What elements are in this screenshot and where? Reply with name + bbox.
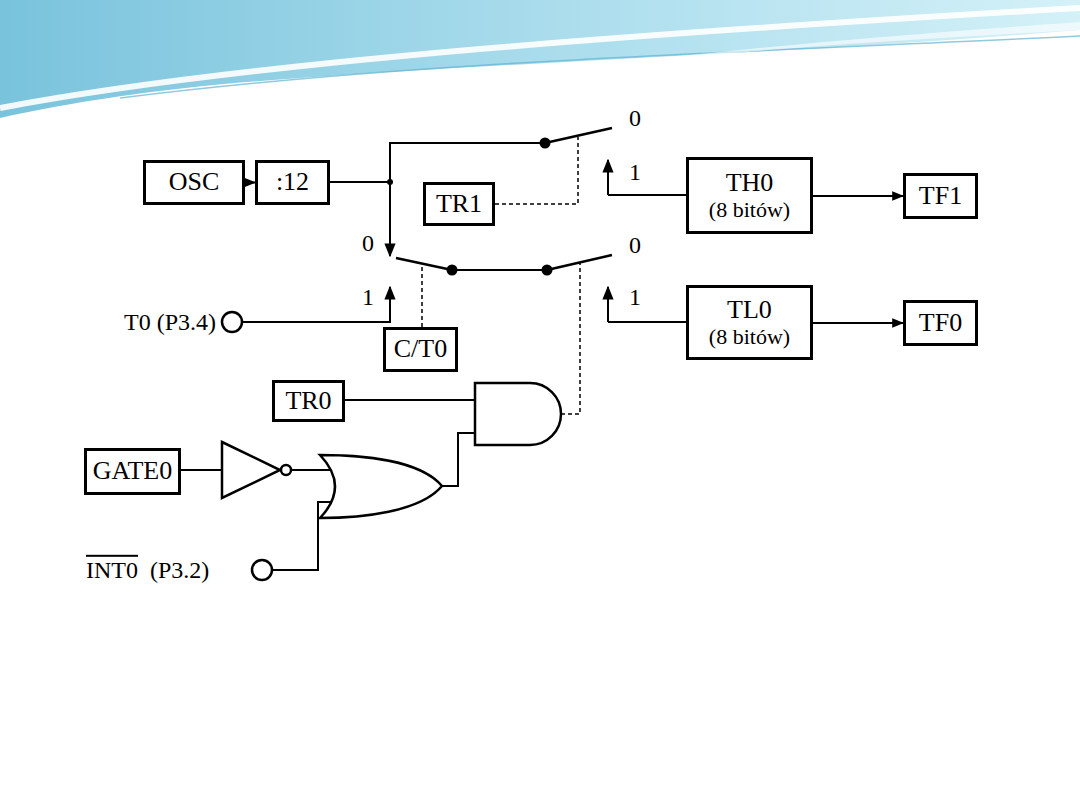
control-bit-box: TR0: [272, 380, 345, 422]
flag-box: TF1: [903, 173, 978, 219]
box-title: OSC: [169, 168, 220, 197]
box-title: TR0: [285, 387, 331, 416]
switch-position: 1: [362, 284, 374, 310]
box-title: TH0: [726, 169, 774, 198]
switch-contact: [607, 287, 609, 322]
control-bit-box: GATE0: [84, 448, 181, 495]
wire: [345, 399, 475, 401]
register-box: TL0(8 bitów): [686, 285, 813, 360]
switch-blade: [545, 128, 612, 143]
control-links: [422, 137, 580, 414]
pin-terminal: [222, 312, 242, 332]
switch-position: 0: [629, 105, 641, 131]
box-title: :12: [276, 168, 309, 197]
box-title: TR1: [436, 190, 482, 219]
wire: [608, 321, 686, 323]
switch-pivot: [447, 265, 458, 276]
box-title: TL0: [727, 296, 772, 325]
or-gate: [320, 455, 442, 518]
dashed-link: [495, 137, 578, 204]
wire: [330, 181, 390, 183]
wire: [180, 469, 222, 471]
box-subtitle: (8 bitów): [709, 325, 790, 349]
switch-blade: [547, 255, 612, 270]
pin-name: T0 (P3.4): [124, 309, 216, 335]
inverter-bubble: [281, 465, 291, 475]
dots: [387, 138, 553, 276]
and-gate: [475, 383, 561, 445]
gates: [222, 312, 561, 580]
switch-pivot: [542, 265, 553, 276]
switch-position: 1: [629, 159, 641, 185]
switch-blade: [396, 258, 452, 270]
signal-name: INT0: [86, 557, 138, 583]
box-title: C/T0: [394, 335, 447, 364]
signal-arrow: [245, 182, 255, 184]
header-band: [0, 0, 1080, 118]
dashed-link: [421, 265, 423, 327]
flag-box: TF0: [903, 300, 978, 346]
signal-arrow: [813, 322, 903, 324]
switch-position: 0: [629, 232, 641, 258]
switch-position: 0: [362, 230, 374, 256]
switch-position: 1: [629, 284, 641, 310]
wires: [180, 128, 686, 570]
signal-arrow: [813, 195, 903, 197]
divider-box: :12: [255, 160, 330, 205]
pin-terminal: [252, 560, 272, 580]
register-box: TH0(8 bitów): [686, 157, 813, 234]
box-title: TF0: [919, 309, 962, 338]
wire: [442, 433, 475, 486]
oscillator-box: OSC: [143, 160, 245, 205]
pin-name: (P3.2): [150, 557, 209, 583]
dashed-link: [561, 263, 580, 414]
switch-contact: [389, 182, 391, 256]
switch-contact: [607, 160, 609, 195]
inverter: [222, 442, 280, 498]
switch-pivot: [540, 138, 551, 149]
box-subtitle: (8 bitów): [709, 198, 790, 222]
box-title: TF1: [919, 182, 962, 211]
wire: [291, 469, 333, 471]
wire: [452, 269, 547, 271]
box-title: GATE0: [93, 457, 172, 486]
wire: [390, 143, 545, 182]
control-bit-box: TR1: [423, 182, 495, 226]
control-bit-box: C/T0: [383, 327, 458, 372]
wire: [608, 194, 686, 196]
junction-dot: [387, 179, 393, 185]
